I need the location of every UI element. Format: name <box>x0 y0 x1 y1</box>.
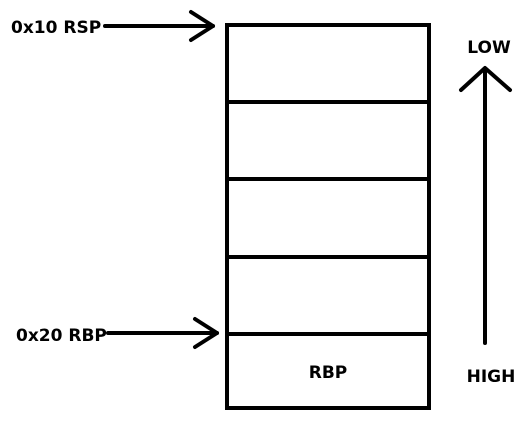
up-arrow-icon <box>459 66 512 345</box>
rbp-arrow-icon <box>106 317 219 349</box>
rsp-pointer-label: 0x10 RSP <box>11 18 101 38</box>
rbp-pointer-label: 0x20 RBP <box>16 326 107 346</box>
direction-high-label: HIGH <box>467 367 516 387</box>
rsp-arrow-icon <box>103 10 215 42</box>
stack-frame <box>225 23 431 410</box>
stack-slot-label-rbp: RBP <box>309 363 348 383</box>
direction-low-label: LOW <box>467 38 511 58</box>
stack-dividers <box>227 100 429 336</box>
